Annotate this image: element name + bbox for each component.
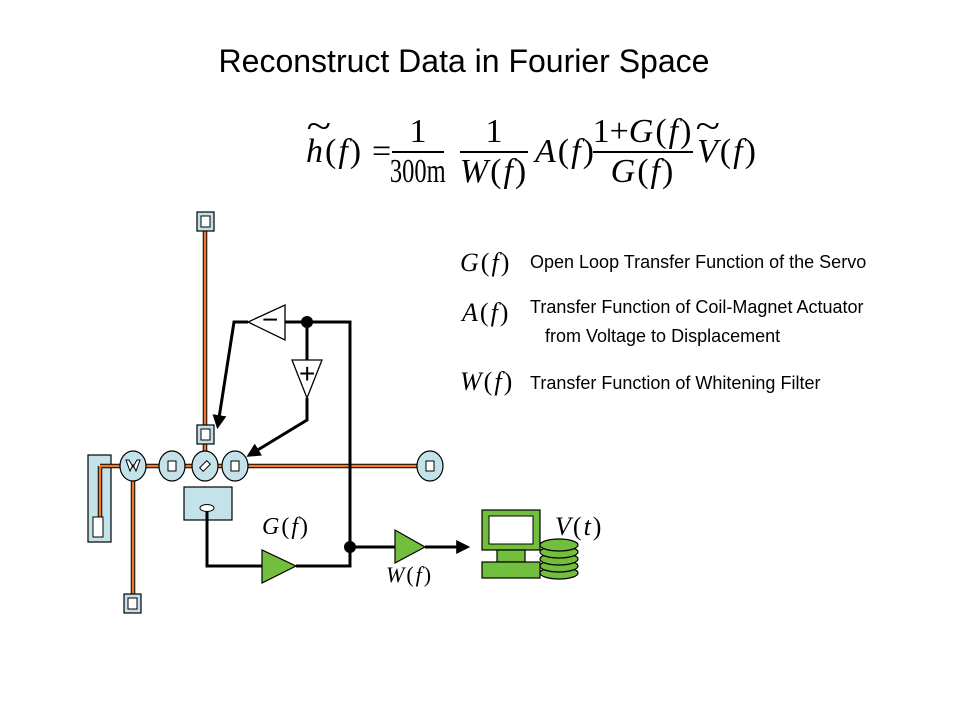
fraction-whitening: 1 W(f) bbox=[460, 114, 528, 190]
photodiode-icon bbox=[199, 504, 215, 512]
actuator-term: A(f) bbox=[535, 133, 594, 170]
junction-dot bbox=[301, 316, 313, 328]
mirror-face bbox=[200, 215, 211, 228]
plus-sign: + bbox=[299, 358, 316, 389]
whitening-filter-label: W(f) bbox=[386, 562, 432, 587]
legend-text-actuator-detail: from Voltage to Displacement bbox=[545, 326, 781, 346]
fraction-servo: 1+G(f) G(f) bbox=[593, 114, 693, 190]
fraction-servo-numerator: 1+G(f) bbox=[592, 113, 692, 150]
legend-text-actuator: Transfer Function of Coil-Magnet Actuato… bbox=[530, 297, 864, 317]
legend-text-servo: Open Loop Transfer Function of the Servo bbox=[530, 252, 867, 272]
fraction-bar bbox=[460, 151, 528, 153]
fraction-bar bbox=[392, 151, 444, 153]
whitening-filter-amplifier-icon bbox=[394, 528, 427, 564]
detector-signal-wire bbox=[205, 511, 262, 568]
fraction-calibration: 1 300m bbox=[390, 113, 446, 190]
inverting-amplifier-icon bbox=[246, 303, 286, 342]
monitor-screen bbox=[488, 515, 534, 545]
monitor-stand bbox=[496, 549, 526, 563]
fraction-whitening-numerator: 1 bbox=[485, 113, 503, 150]
legend-symbol-servo: G(f) bbox=[460, 248, 510, 277]
slide-title: Reconstruct Data in Fourier Space bbox=[218, 43, 710, 79]
mirror-face bbox=[200, 428, 211, 441]
non-inverting-amplifier-icon bbox=[291, 359, 323, 400]
fraction-whitening-denominator: W(f) bbox=[459, 153, 527, 190]
disk-platter bbox=[539, 538, 579, 552]
fraction-calibration-numerator: 1 bbox=[409, 113, 427, 150]
laser-beam bbox=[98, 230, 430, 603]
computer-icon bbox=[481, 509, 541, 579]
minus-sign: − bbox=[262, 304, 279, 335]
keyboard-icon bbox=[481, 561, 541, 579]
equation-lhs: h(f) bbox=[306, 133, 362, 170]
equation-rhs: V(f) bbox=[697, 133, 756, 170]
mirror-face bbox=[125, 459, 141, 473]
mirror-face bbox=[425, 460, 435, 472]
mirror-face bbox=[230, 460, 240, 472]
fraction-calibration-denominator: 300m bbox=[379, 154, 456, 190]
disk-stack-icon bbox=[539, 538, 579, 580]
mirror-face bbox=[127, 597, 138, 610]
legend-text-whitening: Transfer Function of Whitening Filter bbox=[530, 373, 821, 393]
servo-filter-amplifier-icon bbox=[261, 549, 298, 584]
actuator-feed-arrow-minus bbox=[212, 320, 248, 430]
fraction-bar bbox=[593, 151, 693, 153]
actuator-feed-arrow bbox=[246, 398, 309, 457]
mirror-face bbox=[167, 460, 177, 472]
servo-loop-wire bbox=[285, 320, 352, 568]
equals-sign: = bbox=[372, 133, 392, 170]
legend-symbol-whitening: W(f) bbox=[460, 367, 513, 396]
signal-voltage-label: V(t) bbox=[555, 512, 602, 541]
laser-source-icon bbox=[92, 516, 104, 538]
fraction-servo-denominator: G(f) bbox=[610, 153, 674, 190]
legend-symbol-actuator: A(f) bbox=[462, 298, 509, 327]
servo-filter-label: G(f) bbox=[262, 514, 309, 540]
beam-splitter-face bbox=[198, 459, 212, 473]
h-tilde-accent: ~ bbox=[306, 106, 331, 146]
arm-length-value: 300m bbox=[390, 153, 446, 190]
junction-dot bbox=[344, 541, 356, 553]
reconstruction-equation: ~ h(f) = 1 300m 1 W(f) A(f) 1+G(f) G(f) … bbox=[300, 108, 760, 192]
v-tilde-accent: ~ bbox=[695, 106, 720, 146]
